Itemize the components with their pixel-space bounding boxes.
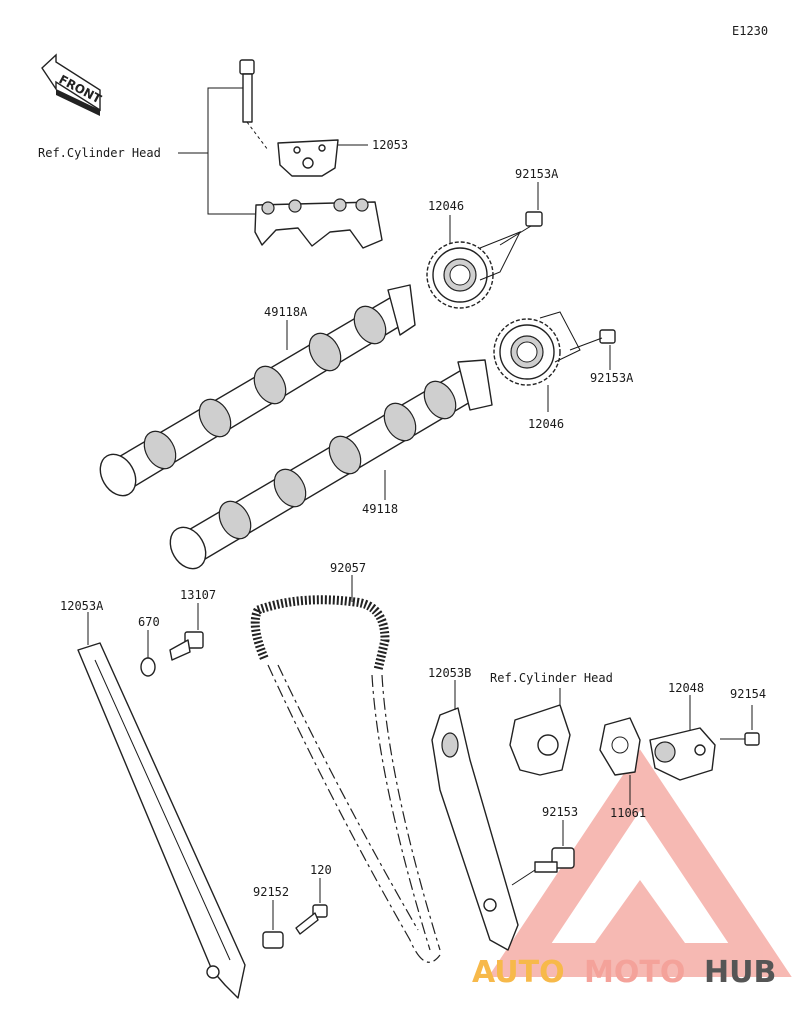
cam-chain (250, 595, 441, 963)
chain-guide-12053a (77, 642, 246, 999)
label-92153a-top: 92153A (515, 167, 559, 181)
label-49118a: 49118A (264, 305, 308, 319)
label-12053a: 12053A (60, 599, 104, 613)
bolt-top (239, 59, 269, 151)
bolt-120 (295, 904, 328, 935)
diagram-code: E1230 (732, 24, 768, 38)
label-92154: 92154 (730, 687, 766, 701)
cylinder-head-section (509, 704, 571, 776)
washer-670 (140, 657, 156, 677)
bolt-92153 (511, 847, 575, 886)
camshaft-49118a (99, 284, 416, 497)
label-11061: 11061 (610, 806, 646, 820)
label-12046-top: 12046 (428, 199, 464, 213)
gasket-11061 (599, 717, 641, 776)
sprocket-mid (493, 318, 561, 386)
label-12048: 12048 (668, 681, 704, 695)
label-49118: 49118 (362, 502, 398, 516)
cam-holder-plate (277, 139, 339, 177)
label-ref-cylinder-head-top: Ref.Cylinder Head (38, 146, 161, 160)
watermark-logo (488, 749, 792, 977)
label-92153: 92153 (542, 805, 578, 819)
label-92153a-mid: 92153A (590, 371, 634, 385)
label-ref-cylinder-head-bottom: Ref.Cylinder Head (490, 671, 613, 685)
label-92057: 92057 (330, 561, 366, 575)
label-92152: 92152 (253, 885, 289, 899)
watermark-text: AUTO MOTO HUB (472, 955, 776, 990)
svg-text:AUTO: AUTO (472, 955, 565, 990)
camshaft-49118 (169, 359, 493, 570)
cam-cap (254, 198, 383, 249)
label-120: 120 (310, 863, 332, 877)
bolt-92154 (720, 732, 760, 746)
sprocket-top (426, 241, 494, 309)
bolt-92153a-top (499, 211, 543, 246)
chain-guide-12053b (431, 707, 519, 951)
svg-text:MOTO: MOTO (584, 955, 685, 990)
label-12053b: 12053B (428, 666, 471, 680)
front-arrow-icon: FRONT (41, 53, 104, 116)
bolt-92153a-mid (569, 329, 616, 351)
label-12046-mid: 12046 (528, 417, 564, 431)
bolt-13107 (169, 631, 204, 661)
label-670: 670 (138, 615, 160, 629)
collar-92152 (262, 931, 284, 949)
svg-text:HUB: HUB (704, 955, 776, 990)
tensioner-12048 (649, 727, 716, 781)
label-12053: 12053 (372, 138, 408, 152)
label-13107: 13107 (180, 588, 216, 602)
